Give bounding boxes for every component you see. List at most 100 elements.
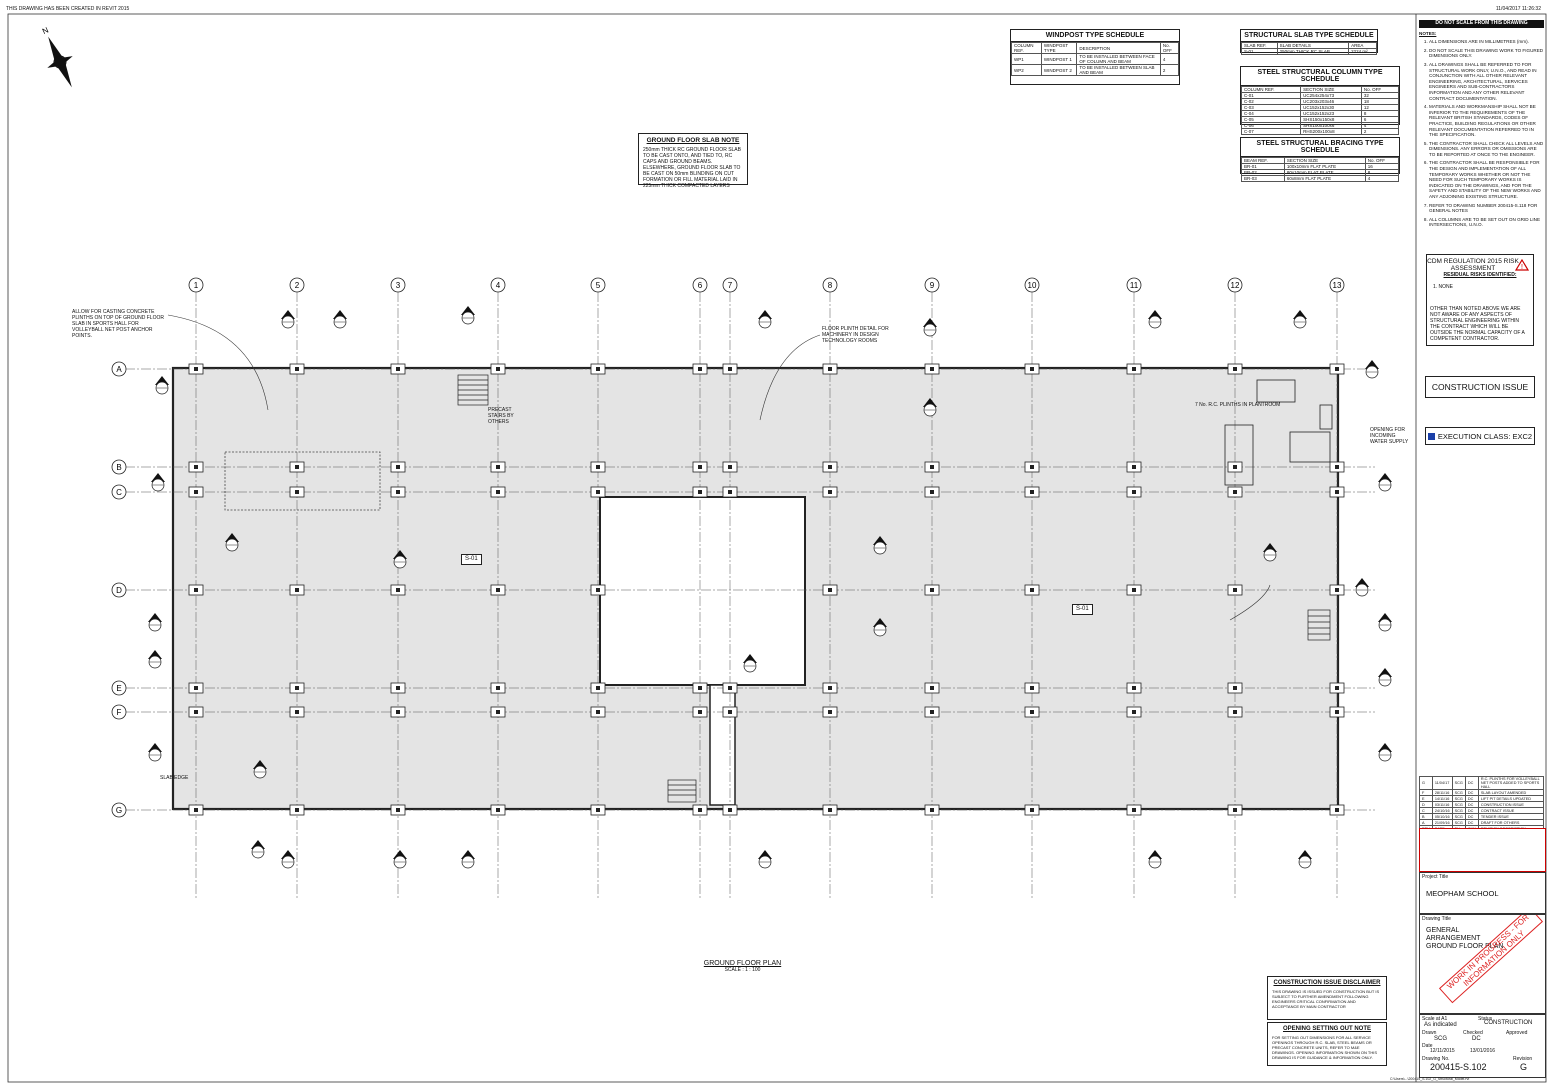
date-label: Date: [1422, 1043, 1433, 1049]
stairs-annotation: PRECAST STAIRS BY OTHERS: [488, 407, 514, 425]
steel-column: [1329, 804, 1345, 816]
steel-column: [289, 682, 305, 694]
section-marker: [1355, 578, 1369, 597]
steel-column: [289, 486, 305, 498]
steel-column: [692, 461, 708, 473]
bracing-schedule-title: STEEL STRUCTURAL BRACING TYPE SCHEDULE: [1241, 138, 1399, 157]
grid-bubble-col-10: 10: [1024, 277, 1040, 293]
steel-column: [490, 461, 506, 473]
section-marker: [1148, 310, 1162, 329]
note-item: REFER TO DRAWING NUMBER 200415-S.118 FOR…: [1429, 203, 1544, 214]
steel-column: [722, 804, 738, 816]
plantroom-plinths: [1224, 379, 1333, 486]
execution-class-badge: EXECUTION CLASS: EXC2: [1425, 427, 1535, 445]
steel-column: [188, 486, 204, 498]
construction-issue-badge: CONSTRUCTION ISSUE: [1425, 376, 1535, 398]
steel-column: [1024, 706, 1040, 718]
grid-col-label: 5: [596, 281, 601, 290]
steel-column: [188, 804, 204, 816]
volleyball-plinth-area: [224, 451, 381, 511]
steel-column: [490, 706, 506, 718]
cdm-title: CDM REGULATION 2015 RISK ASSESSMENT: [1427, 258, 1519, 272]
grid-bubble-row-A: A: [111, 361, 127, 377]
note-item: ALL DRAWINGS SHALL BE REFERRED TO FOR ST…: [1429, 62, 1544, 101]
steel-column: [822, 584, 838, 596]
steel-column: [490, 486, 506, 498]
plantroom-annotation: 7 No. R.C. PLINTHS IN PLANTROOM: [1195, 402, 1281, 408]
cdm-footer: OTHER THAN NOTED ABOVE WE ARE NOT AWARE …: [1430, 306, 1525, 342]
section-marker: [1378, 743, 1392, 762]
grid-bubble-col-7: 7: [722, 277, 738, 293]
setting-out-body: FOR SETTING OUT DIMENSIONS FOR ALL SERVI…: [1272, 1035, 1378, 1060]
grid-bubble-row-B: B: [111, 459, 127, 475]
revit-note: THIS DRAWING HAS BEEN CREATED IN REVIT 2…: [6, 6, 130, 12]
grid-bubble-col-6: 6: [692, 277, 708, 293]
general-notes: DO NOT SCALE FROM THIS DRAWING NOTES: AL…: [1419, 20, 1544, 231]
steel-column: [289, 584, 305, 596]
steel-column: [924, 363, 940, 375]
section-marker: [281, 310, 295, 329]
table-cell: BR-03: [1241, 175, 1285, 182]
bracing-schedule: STEEL STRUCTURAL BRACING TYPE SCHEDULE B…: [1240, 137, 1400, 182]
grid-col-label: 12: [1231, 281, 1240, 290]
grid-row-label: B: [116, 463, 121, 472]
section-marker: [1148, 850, 1162, 869]
cdm-subtitle: RESIDUAL RISKS IDENTIFIED:: [1443, 272, 1517, 278]
notes-label: NOTES:: [1419, 30, 1437, 36]
steel-column: [289, 706, 305, 718]
date-value-1: 12/11/2015: [1430, 1048, 1455, 1054]
grid-col-label: 3: [396, 281, 401, 290]
steel-column: [924, 706, 940, 718]
steel-column: [590, 682, 606, 694]
steel-column: [722, 682, 738, 694]
steel-column: [1024, 486, 1040, 498]
table-cell: 11/04/17: [1431, 776, 1453, 790]
section-marker: [253, 760, 267, 779]
grid-bubble-col-4: 4: [490, 277, 506, 293]
grid-bubble-col-3: 3: [390, 277, 406, 293]
section-marker: [1378, 613, 1392, 632]
grid-bubble-col-12: 12: [1227, 277, 1243, 293]
section-marker: [148, 613, 162, 632]
plan-scale: SCALE : 1 : 100: [724, 967, 761, 973]
table-cell: 2: [1360, 128, 1400, 135]
steel-column: [188, 461, 204, 473]
section-marker: [461, 306, 475, 325]
table-cell: 4: [1159, 53, 1180, 65]
grid-col-label: 6: [698, 281, 703, 290]
grid-col-label: 11: [1130, 281, 1139, 290]
steel-column: [289, 804, 305, 816]
table-cell: 250mm THICK RC SLAB: [1276, 48, 1350, 55]
table-cell: WP1: [1011, 53, 1042, 65]
note-item: ALL DIMENSIONS ARE IN MILLIMETRES (mm).: [1429, 39, 1544, 45]
steel-column: [722, 706, 738, 718]
section-marker: [1378, 668, 1392, 687]
timestamp: 11/04/2017 11:26:32: [1495, 6, 1541, 12]
section-marker: [1365, 360, 1379, 379]
steel-column: [188, 584, 204, 596]
grid-col-label: 10: [1028, 281, 1037, 290]
grid-row-label: E: [116, 684, 121, 693]
section-marker: [923, 398, 937, 417]
steel-column: [722, 486, 738, 498]
steel-column: [490, 584, 506, 596]
section-marker: [1263, 543, 1277, 562]
steel-column: [692, 363, 708, 375]
table-cell: G: [1419, 776, 1433, 790]
steel-column: [1024, 363, 1040, 375]
grid-bubble-row-D: D: [111, 582, 127, 598]
grid-bubble-row-C: C: [111, 484, 127, 500]
plan-title: GROUND FLOOR PLAN: [703, 960, 782, 967]
note-item: DO NOT SCALE THIS DRAWING WORK TO FIGURE…: [1429, 48, 1544, 59]
revision-label: Revision: [1513, 1056, 1533, 1062]
construction-issue-text: CONSTRUCTION ISSUE: [1431, 382, 1529, 392]
section-marker: [923, 318, 937, 337]
section-marker: [461, 850, 475, 869]
grid-row-label: C: [116, 488, 122, 497]
steel-column: [590, 584, 606, 596]
